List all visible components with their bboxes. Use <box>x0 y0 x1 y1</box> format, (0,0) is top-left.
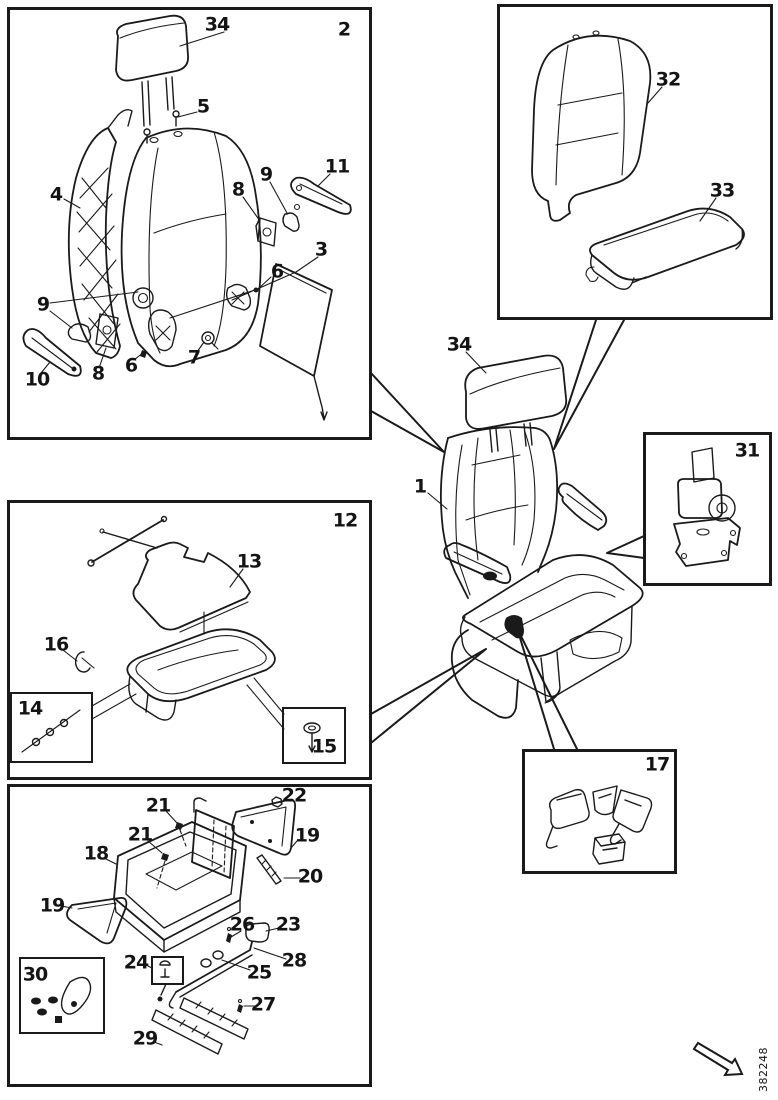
leader-lines <box>40 31 717 1046</box>
seat-backrest-drawing <box>440 426 559 599</box>
headrest-sleeve-drawing <box>143 110 180 144</box>
backrest-cushion-drawing <box>120 127 262 368</box>
screw-set-drawing <box>21 709 81 753</box>
shield-left-drawing <box>66 897 128 945</box>
detail-box-frames <box>7 4 773 1087</box>
backrest-exploded-drawing <box>22 14 352 421</box>
belt-guide-drawing <box>673 447 741 567</box>
back-board-drawing <box>191 797 235 879</box>
clip-16-drawing <box>74 651 95 673</box>
slide-rails-drawing <box>151 997 249 1055</box>
rod-fasteners-drawing <box>87 515 168 567</box>
armrest-right-drawing <box>290 176 352 215</box>
support-rail-drawing <box>256 854 282 885</box>
direction-arrow-icon <box>692 1041 744 1077</box>
main-seat-drawing <box>440 354 644 719</box>
frame-tray-drawing <box>113 821 247 953</box>
armrest-left-drawing <box>22 328 82 377</box>
cushion-pan-drawing <box>132 541 251 633</box>
base-frame-exploded-drawing <box>31 796 297 1055</box>
cushion-covers-drawing <box>531 30 745 290</box>
map-pocket-sheet-drawing <box>259 263 333 421</box>
clip-ring-drawing <box>201 331 219 350</box>
seat-headrest-drawing <box>464 354 568 453</box>
headrest-drawing <box>115 14 189 127</box>
grommet-pin-drawing <box>303 722 321 753</box>
armrest-bracket-right-drawing <box>255 203 301 247</box>
shield-right-drawing <box>231 798 297 856</box>
drawing-number: 382248 <box>757 1047 770 1092</box>
seat-belts-drawing <box>545 785 653 865</box>
seat-cover-drawing <box>585 207 745 290</box>
seat-base-drawing <box>450 605 633 719</box>
cable-tie-clips-drawing <box>31 976 92 1023</box>
seat-armrest-right-drawing <box>557 482 608 531</box>
cushion-base-drawing <box>126 611 276 721</box>
connector-arrows <box>370 319 645 750</box>
adjuster-rod-drawing <box>157 922 270 1009</box>
nuts-drawing <box>156 796 283 889</box>
back-panel-drawing <box>67 108 133 359</box>
seat-cushion-exploded-drawing <box>21 515 321 753</box>
backrest-cover-drawing <box>531 30 652 222</box>
clip-24-drawing <box>159 960 171 978</box>
armrest-bracket-left-drawing <box>67 313 147 358</box>
seat-armrest-left-drawing <box>443 542 512 584</box>
